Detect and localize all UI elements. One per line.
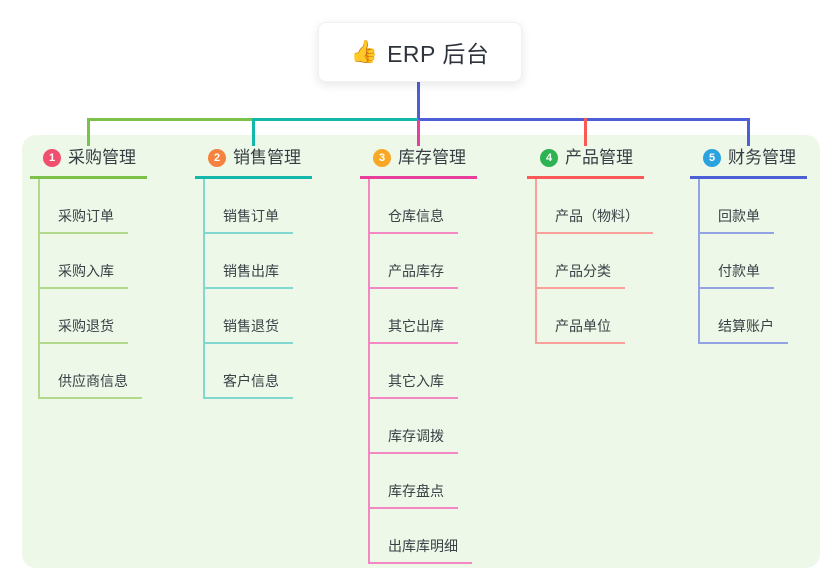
root-title: ERP 后台 (387, 41, 490, 67)
badge-5: 5 (703, 149, 721, 167)
child-node[interactable]: 客户信息 (205, 373, 293, 399)
connector-root-line (417, 82, 420, 120)
child-node[interactable]: 付款单 (700, 263, 774, 289)
connector-branch5-drop (747, 118, 750, 146)
child-node[interactable]: 回款单 (700, 208, 774, 234)
connector-branch5-horizontal (418, 118, 749, 121)
badge-3: 3 (373, 149, 391, 167)
child-node[interactable]: 仓库信息 (370, 208, 458, 234)
connector-branch2-horizontal (252, 118, 418, 121)
connector-branch2-drop (252, 118, 255, 146)
branch-purchase-header[interactable]: 1 采购管理 (30, 147, 147, 179)
badge-1: 1 (43, 149, 61, 167)
child-node[interactable]: 销售退货 (205, 318, 293, 344)
connector-branch4-drop (584, 118, 587, 146)
child-node[interactable]: 销售订单 (205, 208, 293, 234)
badge-4: 4 (540, 149, 558, 167)
child-node[interactable]: 库存盘点 (370, 483, 458, 509)
child-node[interactable]: 其它入库 (370, 373, 458, 399)
branch-inventory-children: 仓库信息产品库存其它出库其它入库库存调拨库存盘点出库库明细 (368, 179, 477, 564)
child-node[interactable]: 采购订单 (40, 208, 128, 234)
child-node[interactable]: 出库库明细 (370, 538, 472, 564)
branch-finance: 5 财务管理 回款单付款单结算账户 (690, 147, 807, 344)
branch-purchase-label: 采购管理 (68, 148, 136, 167)
branch-inventory: 3 库存管理 仓库信息产品库存其它出库其它入库库存调拨库存盘点出库库明细 (360, 147, 477, 564)
branch-product-label: 产品管理 (565, 148, 633, 167)
child-node[interactable]: 产品（物料） (537, 208, 653, 234)
child-node[interactable]: 其它出库 (370, 318, 458, 344)
branch-sales-label: 销售管理 (233, 148, 301, 167)
branch-purchase-children: 采购订单采购入库采购退货供应商信息 (38, 179, 147, 399)
branch-product: 4 产品管理 产品（物料） 产品分类产品单位 (527, 147, 653, 344)
branch-sales: 2 销售管理 销售订单销售出库销售退货客户信息 (195, 147, 312, 399)
child-node[interactable]: 销售出库 (205, 263, 293, 289)
thumbs-up-icon: 👍 (350, 39, 379, 64)
root-node-erp[interactable]: 👍 ERP 后台 (318, 22, 522, 82)
branch-sales-children: 销售订单销售出库销售退货客户信息 (203, 179, 312, 399)
branch-inventory-label: 库存管理 (398, 148, 466, 167)
branch-inventory-header[interactable]: 3 库存管理 (360, 147, 477, 179)
branch-finance-label: 财务管理 (728, 148, 796, 167)
child-node[interactable]: 采购退货 (40, 318, 128, 344)
branch-finance-header[interactable]: 5 财务管理 (690, 147, 807, 179)
child-node[interactable]: 供应商信息 (40, 373, 142, 399)
child-node[interactable]: 产品库存 (370, 263, 458, 289)
child-node[interactable]: 产品单位 (537, 318, 625, 344)
connector-branch1-drop (87, 118, 90, 146)
branches-panel (22, 135, 820, 568)
child-node[interactable]: 产品分类 (537, 263, 625, 289)
branch-purchase: 1 采购管理 采购订单采购入库采购退货供应商信息 (30, 147, 147, 399)
branch-sales-header[interactable]: 2 销售管理 (195, 147, 312, 179)
child-node[interactable]: 库存调拨 (370, 428, 458, 454)
connector-branch1-horizontal (87, 118, 253, 121)
child-node[interactable]: 结算账户 (700, 318, 788, 344)
child-node[interactable]: 采购入库 (40, 263, 128, 289)
branch-product-header[interactable]: 4 产品管理 (527, 147, 644, 179)
connector-branch3-drop (417, 120, 420, 146)
branch-finance-children: 回款单付款单结算账户 (698, 179, 807, 344)
badge-2: 2 (208, 149, 226, 167)
branch-product-children: 产品（物料） 产品分类产品单位 (535, 179, 653, 344)
